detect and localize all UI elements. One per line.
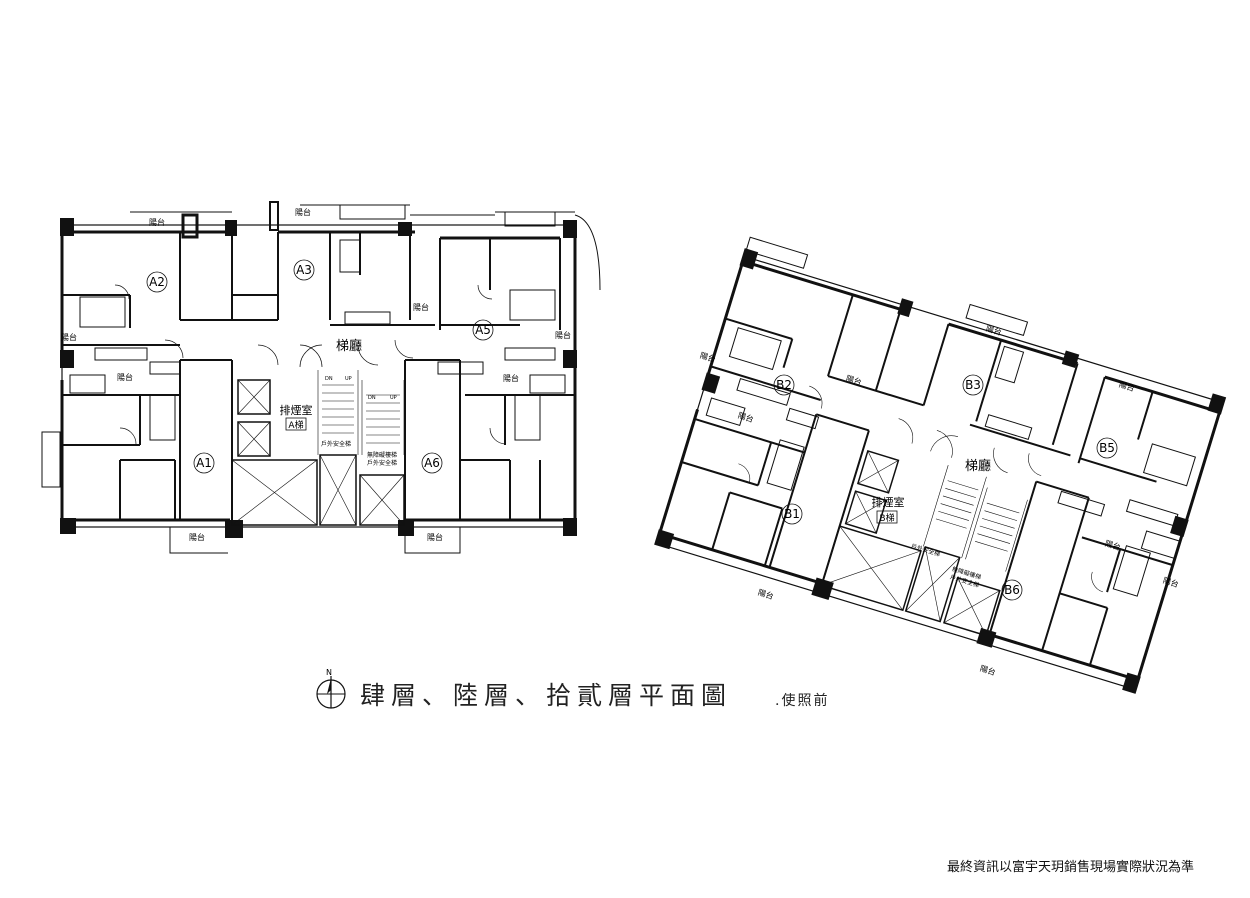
building-b-stair-label: B梯 — [879, 512, 894, 524]
building-a-lobby-label: 梯廳 — [336, 338, 362, 354]
unit-a3-label: A3 — [296, 263, 312, 277]
north-label: N — [326, 668, 332, 677]
unit-a5-label: A5 — [475, 323, 491, 337]
disclaimer-text: 最終資訊以富宇天玥銷售現場實際狀況為準 — [947, 860, 1195, 875]
building-a-fixtures — [41, 204, 566, 488]
building-b-stair-note-1: 戶外安全梯 — [910, 542, 941, 558]
balcony-label: 陽台 — [985, 323, 1003, 337]
building-a-stair-note-2: 無障礙樓梯 — [367, 451, 397, 459]
building-a-smoke-room-label: 排煙室 — [280, 403, 313, 417]
unit-b5-label: B5 — [1099, 441, 1115, 455]
building-a-stair-note-3: 戶外安全梯 — [367, 459, 397, 467]
page-subtitle: .使照前 — [775, 693, 830, 709]
balcony-label: 陽台 — [1104, 538, 1122, 552]
unit-b3-label: B3 — [965, 378, 981, 392]
building-a-stair-note-1: 戶外安全梯 — [321, 440, 351, 448]
balcony-label: 陽台 — [1118, 379, 1136, 393]
building-b-outline — [655, 255, 1224, 691]
building-a-stair-label: A梯 — [288, 419, 303, 431]
building-b-plan — [654, 236, 1227, 694]
balcony-label: 陽台 — [737, 410, 755, 424]
balcony-label: 陽台 — [503, 373, 519, 383]
building-a-outline — [61, 224, 576, 528]
balcony-label: 陽台 — [757, 587, 775, 601]
building-b-lobby-label: 梯廳 — [965, 458, 991, 474]
building-a-labels: 梯廳 排煙室 A梯 戶外安全梯 無障礙樓梯 戶外安全梯 DN UP DN UP … — [61, 207, 571, 542]
balcony-label: 陽台 — [845, 373, 863, 387]
balcony-label: 陽台 — [189, 532, 205, 542]
balcony-label: 陽台 — [555, 330, 571, 340]
balcony-label: 陽台 — [413, 302, 429, 312]
page-title: 肆層、陸層、拾貳層平面圖 — [360, 681, 733, 710]
north-arrow-icon: N — [316, 668, 346, 709]
balcony-label: 陽台 — [979, 663, 997, 677]
balcony-label: 陽台 — [295, 207, 311, 217]
building-b-smoke-room-label: 排煙室 — [872, 495, 905, 509]
building-a-stair-mark-3: DN — [368, 395, 376, 401]
unit-a1-label: A1 — [196, 456, 212, 470]
building-a-doors — [114, 284, 507, 445]
building-b-labels: 梯廳 排煙室 B梯 戶外安全梯 無障礙樓梯 戶外安全梯 B1 B2 B3 B5 … — [699, 323, 1180, 677]
unit-b6-label: B6 — [1004, 583, 1020, 597]
balcony-label: 陽台 — [1162, 575, 1180, 589]
unit-b2-label: B2 — [776, 378, 792, 392]
balcony-label: 陽台 — [61, 332, 77, 342]
balcony-label: 陽台 — [149, 217, 165, 227]
balcony-label: 陽台 — [117, 372, 133, 382]
building-a-stair-lines — [317, 370, 405, 455]
building-a-stair-mark-2: UP — [345, 376, 352, 382]
building-a-columns — [60, 201, 577, 538]
building-a-plan — [41, 201, 601, 554]
building-a-stair-mark-4: UP — [390, 395, 397, 401]
building-a-stair-mark-1: DN — [325, 376, 333, 382]
unit-a2-label: A2 — [149, 275, 165, 289]
unit-a6-label: A6 — [424, 456, 440, 470]
balcony-label: 陽台 — [427, 532, 443, 542]
building-b-columns — [654, 248, 1227, 694]
unit-b1-label: B1 — [784, 507, 800, 521]
balcony-label: 陽台 — [699, 350, 717, 364]
